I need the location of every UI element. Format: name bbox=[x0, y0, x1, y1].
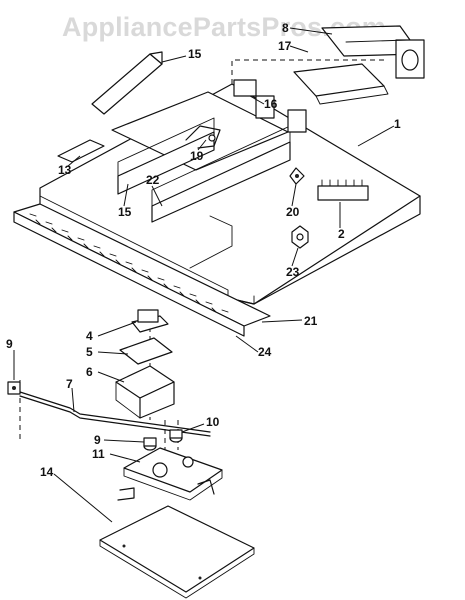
callout-6: 6 bbox=[86, 365, 93, 379]
front-trim-part-21-24 bbox=[13, 203, 271, 337]
callout-1: 1 bbox=[394, 117, 401, 131]
callout-8-left: 9 bbox=[6, 337, 13, 351]
callout-13: 13 bbox=[58, 163, 72, 177]
bracket-part-19 bbox=[185, 125, 221, 149]
clip-part-13 bbox=[57, 139, 105, 163]
callout-10: 11 bbox=[92, 447, 105, 461]
callout-9-left: 9 bbox=[94, 433, 101, 447]
switch-assembly-part-4-5-6 bbox=[115, 309, 175, 419]
callout-19: 19 bbox=[190, 149, 204, 163]
callout-7: 7 bbox=[66, 377, 73, 391]
channel-parts bbox=[111, 79, 307, 223]
callout-16: 16 bbox=[264, 97, 278, 111]
callout-20: 20 bbox=[286, 205, 300, 219]
mechanism-part-9-10 bbox=[117, 429, 223, 501]
callout-2: 2 bbox=[338, 227, 345, 241]
leader-lines bbox=[13, 27, 395, 523]
callout-15: 15 bbox=[118, 205, 132, 219]
callout-8-top: 8 bbox=[282, 21, 289, 35]
clip-part-20 bbox=[289, 167, 305, 185]
callout-5: 5 bbox=[86, 345, 93, 359]
callouts: 15 8 17 16 1 19 13 22 15 20 2 23 21 24 4… bbox=[6, 21, 401, 479]
callout-17: 17 bbox=[278, 39, 292, 53]
callout-21: 21 bbox=[304, 314, 318, 328]
bracket-part-14 bbox=[91, 51, 163, 115]
callout-9-right: 10 bbox=[206, 415, 220, 429]
element-assembly-part-8-17 bbox=[293, 25, 425, 105]
terminal-block-part-2 bbox=[317, 179, 369, 201]
callout-11: 14 bbox=[40, 465, 54, 479]
callout-22: 22 bbox=[146, 173, 160, 187]
knob-rod-part-7-8 bbox=[7, 381, 211, 437]
callout-23: 23 bbox=[286, 265, 300, 279]
callout-4: 4 bbox=[86, 329, 93, 343]
nut-part-23 bbox=[291, 225, 309, 249]
callout-14: 15 bbox=[188, 47, 202, 61]
base-plate-part-11 bbox=[99, 505, 255, 599]
callout-24: 24 bbox=[258, 345, 272, 359]
